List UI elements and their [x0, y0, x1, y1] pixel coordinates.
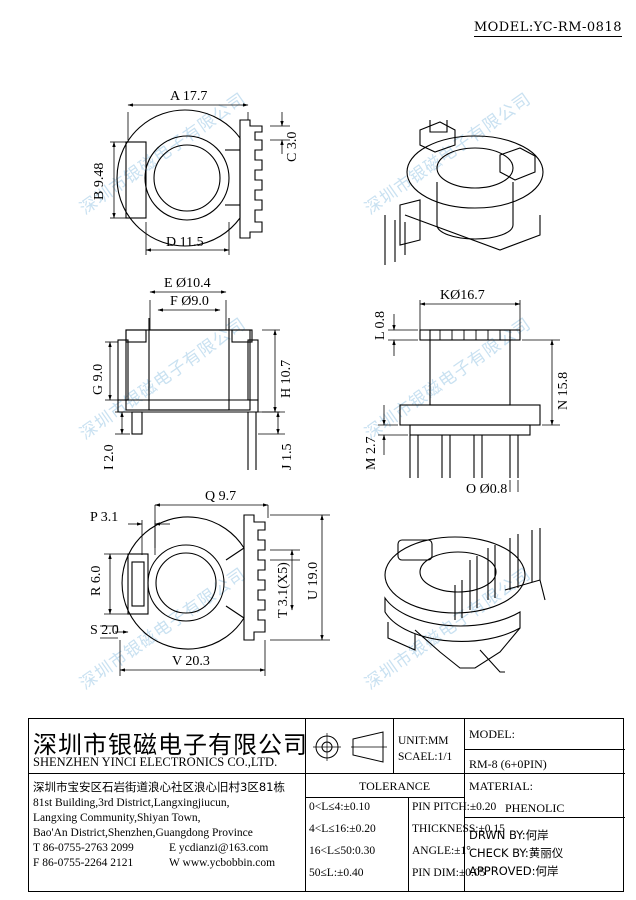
tolerance-row-2-a: 16<L≤50:0.30 [309, 845, 376, 857]
dim-t: T 3.1(X5) [276, 562, 291, 618]
top-view-pin-comb [239, 119, 263, 239]
bottom-view [100, 503, 330, 676]
top-view-flange [116, 109, 241, 247]
dim-v: V 20.3 [172, 654, 210, 669]
dim-b: B 9.48 [92, 163, 107, 200]
dim-q: Q 9.7 [205, 489, 236, 504]
company-name-cn: 深圳市银磁电子有限公司 [33, 731, 308, 759]
check-by: CHECK BY:黄丽仪 [469, 846, 564, 860]
model-value: RM-8 (6+0PIN) [469, 757, 547, 771]
dim-e: E Ø10.4 [164, 276, 211, 291]
dim-h: H 10.7 [279, 360, 294, 398]
iso-view-bottom [384, 528, 546, 673]
model-title: MODEL: [469, 727, 515, 741]
company-fax: F 86-0755-2264 2121 [33, 857, 134, 869]
watermark-6: 深圳市银磁电子有限公司 [361, 564, 535, 694]
top-view-core-inner [153, 144, 221, 212]
dim-a: A 17.7 [170, 89, 207, 104]
dim-o: O Ø0.8 [466, 482, 507, 497]
company-address-en-1: 81st Building,3rd District,Langxingjiucu… [33, 797, 230, 809]
company-web: W www.ycbobbin.com [169, 857, 276, 869]
dim-k: KØ16.7 [440, 288, 485, 303]
dim-l: L 0.8 [373, 311, 388, 340]
top-view-core-outer [144, 135, 230, 221]
tolerance-row-1-a: 4<L≤16:±0.20 [309, 823, 376, 835]
tolerance-row-3-a: 50≤L:±0.40 [309, 867, 364, 879]
tolerance-row-0-a: 0<L≤4:±0.10 [309, 801, 370, 813]
company-name-en: SHENZHEN YINCI ELECTRONICS CO.,LTD. [33, 755, 278, 769]
iso-view-top [384, 120, 544, 265]
dim-s: S 2.0 [90, 623, 119, 638]
material-title: MATERIAL: [469, 779, 533, 793]
approved-by: APPROVED:何岸 [469, 864, 559, 878]
tolerance-row-1-b: THICKNESS:±0.15 [412, 823, 505, 835]
technical-drawing: 深圳市银磁电子有限公司 深圳市银磁电子有限公司 深圳市银磁电子有限公司 深圳市银… [76, 89, 571, 694]
dim-j: J 1.5 [280, 444, 295, 470]
dim-m: M 2.7 [364, 437, 379, 470]
tolerance-title: TOLERANCE [359, 779, 431, 793]
company-email: E ycdianzi@163.com [169, 842, 269, 854]
dim-g: G 9.0 [91, 364, 106, 395]
dim-c: C 3.0 [285, 132, 300, 162]
company-address-en-3: Bao'An District,Shenzhen,Guangdong Provi… [33, 827, 253, 839]
dim-n: N 15.8 [556, 372, 571, 410]
drawn-by: DRWN BY:何岸 [469, 828, 549, 842]
front-view [105, 290, 285, 470]
tolerance-row-2-b: ANGLE:±1° [412, 845, 471, 857]
scale-label: SCAEL:1/1 [398, 751, 453, 763]
dim-p: P 3.1 [90, 510, 118, 525]
unit-label: UNIT:MM [398, 735, 449, 747]
company-tel: T 86-0755-2763 2099 [33, 842, 134, 854]
dim-d: D 11.5 [166, 235, 204, 250]
dimension-labels: A 17.7 B 9.48 C 3.0 D 11.5 E Ø10.4 F Ø9.… [89, 89, 571, 669]
material-value: PHENOLIC [505, 801, 565, 815]
top-view [110, 103, 290, 255]
side-view [378, 300, 560, 492]
company-address-en-2: Langxing Community,Shiyan Town, [33, 812, 201, 824]
top-view-left-tab [125, 141, 147, 219]
company-address-cn: 深圳市宝安区石岩街道浪心社区浪心旧村3区81栋 [33, 780, 285, 794]
tolerance-row-3-b: PIN DIM:±0.05 [412, 867, 486, 879]
tolerance-row-0-b: PIN PITCH:±0.20 [412, 801, 497, 813]
projection-symbol-icon [313, 731, 387, 763]
dim-r: R 6.0 [89, 566, 104, 596]
title-block: 深圳市银磁电子有限公司 SHENZHEN YINCI ELECTRONICS C… [28, 718, 625, 892]
dim-f: F Ø9.0 [170, 294, 209, 309]
dim-i: I 2.0 [102, 444, 117, 470]
dim-u: U 19.0 [306, 562, 321, 600]
model-label: MODEL:YC-RM-0818 [473, 20, 622, 37]
